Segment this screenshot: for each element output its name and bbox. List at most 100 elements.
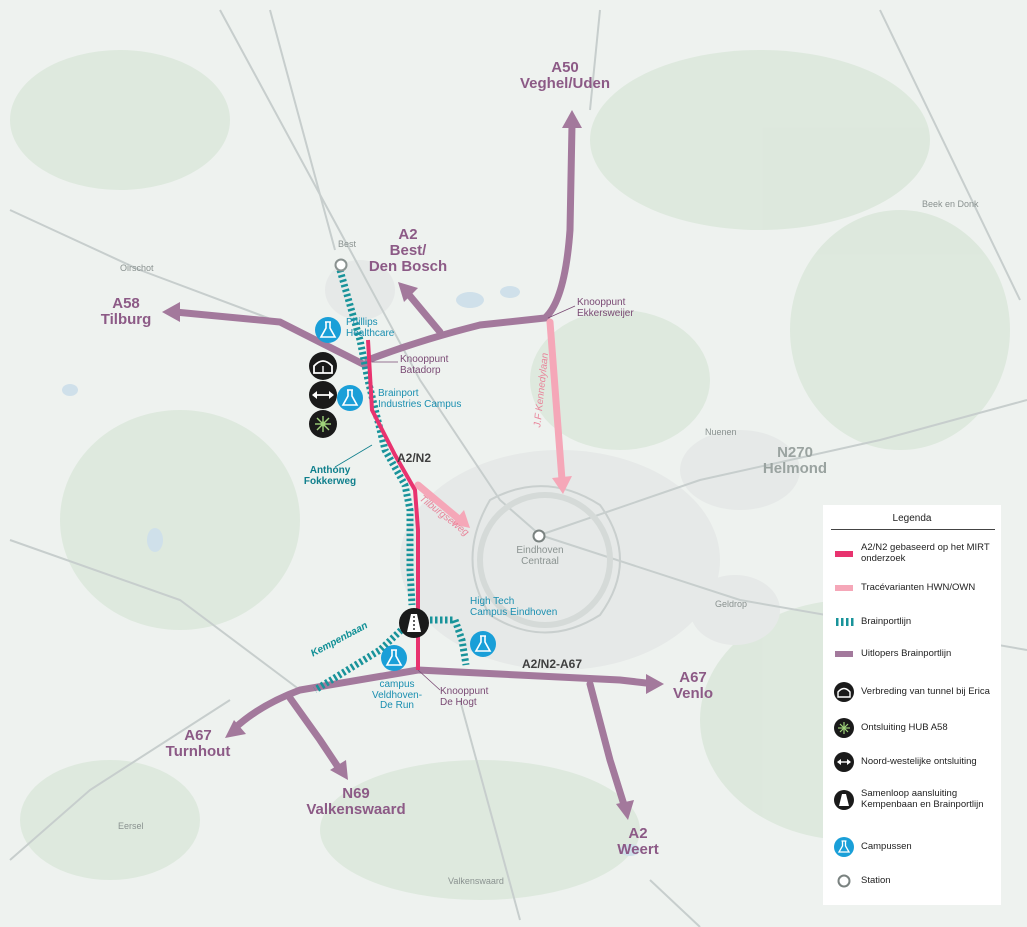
label-a2-n2: A2/N2 <box>397 451 432 465</box>
label-a67-west-city: Turnhout <box>165 742 231 760</box>
label-knooppunt-de-hogt: Knooppunt De Hogt <box>440 686 489 708</box>
label-a50-road: A50 <box>551 59 579 76</box>
town-eersel: Eersel <box>118 821 144 831</box>
label-n69-road: N69 <box>342 785 370 802</box>
town-valkenswaard: Valkenswaard <box>448 876 504 886</box>
label-knooppunt-batadorp: Knooppunt Batadorp <box>400 354 449 376</box>
legend-label-kempenbaan: Samenloop aansluiting Kempenbaan en Brai… <box>861 788 984 810</box>
label-a2-n2-a67: A2/N2-A67 <box>522 657 583 671</box>
label-a58-road: A58 <box>112 295 140 312</box>
brainportlijn-extensions <box>171 121 659 812</box>
label-a58-city: Tilburg <box>100 310 152 328</box>
label-brainport-1: Brainport <box>378 388 419 399</box>
legend-title: Legenda <box>892 513 932 524</box>
label-n69-city: Valkenswaard <box>306 800 406 818</box>
station-eindhoven[interactable] <box>532 529 546 543</box>
label-knooppunt-ekkersweijer: Knooppunt Ekkersweijer <box>577 297 634 319</box>
label-hightech-1: High Tech <box>470 596 515 607</box>
brainportlijn <box>313 269 470 693</box>
label-a67-east: A67 Venlo <box>665 670 721 702</box>
label-a2-south-city: Weert <box>617 840 659 858</box>
legend-item-extensions: Uitlopers Brainportlijn <box>833 643 999 665</box>
legend-label-campus: Campussen <box>861 840 912 852</box>
label-a50: A50 Veghel/Uden <box>515 60 615 92</box>
campus-philips-flask-icon[interactable] <box>315 317 341 343</box>
ring-road <box>477 492 613 628</box>
label-hogt-2: De Hogt <box>440 696 477 708</box>
anthony-leader <box>334 444 373 468</box>
legend-swatch-trace-variants <box>833 577 855 599</box>
legend-label-a2n2: A2/N2 gebaseerd op het MIRT onderzoek <box>861 542 990 564</box>
legend-hub-icon <box>833 717 855 739</box>
legend-item-trace-variants: Tracévarianten HWN/OWN <box>833 577 999 599</box>
legend-station-icon <box>833 870 855 892</box>
legend-label-northwest: Noord-westelijke ontsluiting <box>861 755 977 767</box>
legend-item-tunnel: Verbreding van tunnel bij Erica <box>833 681 999 703</box>
legend-item-hub: Ontsluiting HUB A58 <box>833 717 999 739</box>
label-philips-2: Healthcare <box>346 327 395 339</box>
campus-veldhoven-flask-icon[interactable] <box>381 645 407 671</box>
legend-label-station: Station <box>861 874 891 886</box>
label-veldhoven-2: Veldhoven- <box>372 689 423 701</box>
label-batadorp-1: Knooppunt <box>400 354 449 365</box>
label-hogt-1: Knooppunt <box>440 686 489 697</box>
label-a2-south: A2 Weert <box>610 826 666 858</box>
label-a2-north-city1: Best/ <box>389 241 427 259</box>
legend-swatch-a2n2 <box>833 543 855 565</box>
label-eindhoven-1: Eindhoven <box>516 545 564 556</box>
legend-item-brainportlijn: Brainportlijn <box>833 611 999 633</box>
leader-lines <box>372 305 576 691</box>
northwest-access-double-arrow-icon[interactable] <box>309 381 337 409</box>
label-n270-city: Helmond <box>762 459 828 477</box>
campus-brainport-flask-icon[interactable] <box>337 385 363 411</box>
trace-variants <box>414 318 566 524</box>
legend-item-a2n2: A2/N2 gebaseerd op het MIRT onderzoek <box>833 542 999 565</box>
label-veldhoven-3: De Run <box>380 700 414 711</box>
campus-hightech-flask-icon[interactable] <box>470 631 496 657</box>
legend-item-station: Station <box>833 870 999 892</box>
label-campus-philips: Phillips Healthcare <box>346 317 395 339</box>
town-best: Best <box>338 239 357 249</box>
label-eindhoven-centraal: Eindhoven Centraal <box>505 545 575 567</box>
label-veldhoven-1: campus <box>379 679 415 690</box>
label-a67-west-road: A67 <box>184 727 212 744</box>
legend-swatch-extensions <box>833 643 855 665</box>
legend-flask-icon <box>833 836 855 858</box>
legend-item-campus: Campussen <box>833 836 999 858</box>
label-batadorp-2: Batadorp <box>400 364 441 376</box>
legend-label-trace-variants: Tracévarianten HWN/OWN <box>861 581 976 593</box>
eindhoven-ring <box>471 485 621 634</box>
label-a2-north-city2: Den Bosch <box>368 257 448 275</box>
label-n270-road: N270 <box>777 444 813 461</box>
legend-label-tunnel: Verbreding van tunnel bij Erica <box>861 685 990 697</box>
water-patches <box>62 286 640 856</box>
background-roads <box>9 9 1027 927</box>
legend-label-hub: Ontsluiting HUB A58 <box>861 721 948 733</box>
town-nuenen: Nuenen <box>705 427 737 437</box>
legend-panel: Legenda A2/N2 gebaseerd op het MIRT onde… <box>823 505 1001 905</box>
a2-n2-route <box>366 339 420 670</box>
legend-road-merge-icon <box>833 789 855 811</box>
town-beek-en-donk: Beek en Donk <box>922 199 979 209</box>
hub-a58-icon[interactable] <box>309 410 337 438</box>
label-a67-west: A67 Turnhout <box>155 728 241 760</box>
label-ekkersweijer-1: Knooppunt <box>577 297 626 308</box>
tunnel-erica-icon[interactable] <box>309 352 337 380</box>
legend-item-kempenbaan: Samenloop aansluiting Kempenbaan en Brai… <box>833 788 999 811</box>
label-n69: N69 Valkenswaard <box>300 786 412 818</box>
label-a67-east-road: A67 <box>679 669 707 686</box>
kempenbaan-merge-road-icon[interactable] <box>399 608 429 638</box>
town-oirschot: Oirschot <box>120 263 154 273</box>
label-anthony-2: Fokkerweg <box>303 475 357 487</box>
legend-label-extensions: Uitlopers Brainportlijn <box>861 647 952 659</box>
label-ekkersweijer-2: Ekkersweijer <box>577 307 634 319</box>
label-anthony-1: Anthony <box>309 465 351 476</box>
trace-variant-arrowheads <box>452 476 572 528</box>
label-anthony-fokkerweg: Anthony Fokkerweg <box>300 465 360 487</box>
station-best[interactable] <box>334 258 348 272</box>
label-a50-city: Veghel/Uden <box>519 74 611 92</box>
label-a58: A58 Tilburg <box>90 296 162 328</box>
label-n270: N270 Helmond <box>750 445 840 477</box>
legend-swatch-brainportlijn <box>833 611 855 633</box>
legend-double-arrow-icon <box>833 751 855 773</box>
